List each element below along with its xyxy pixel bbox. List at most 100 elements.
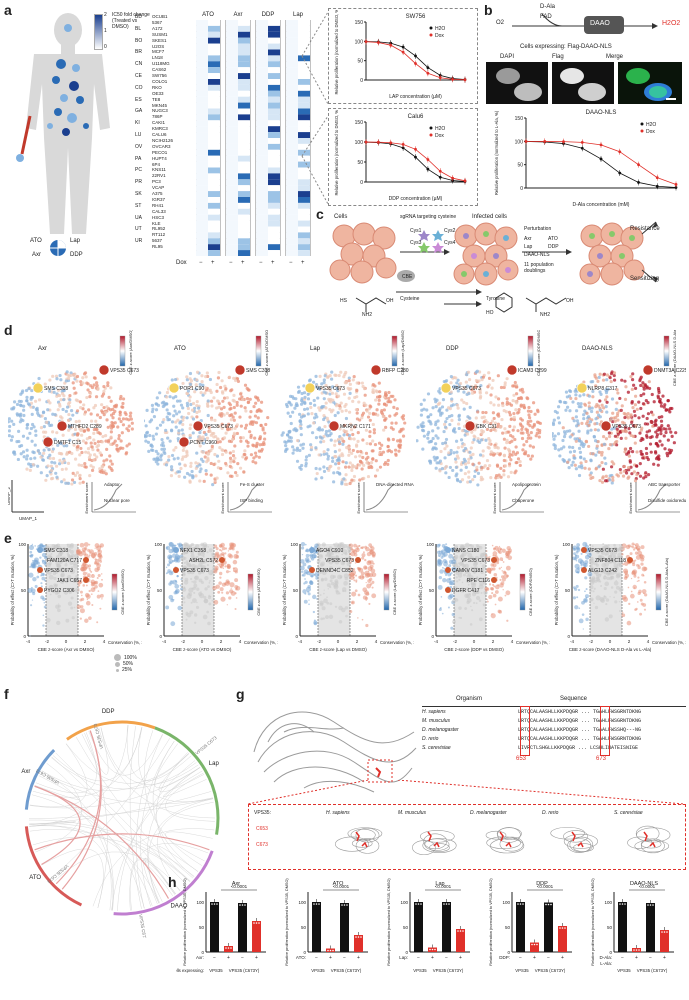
umap-point (602, 434, 606, 439)
c-oh-b: OH (566, 298, 574, 304)
volcano-point (578, 618, 584, 624)
chord-ribbon (136, 734, 163, 909)
heatmap-cell (226, 126, 238, 133)
heatmap-cell (256, 132, 268, 138)
chord-ribbon (31, 794, 153, 907)
umap-point (174, 445, 178, 450)
umap-point (512, 411, 516, 416)
umap-point (314, 436, 319, 440)
umap-point (219, 466, 223, 471)
umap-point (82, 372, 87, 376)
umap-point (369, 405, 373, 409)
heatmap-cell (268, 232, 280, 239)
volcano-point (591, 576, 596, 580)
umap-point (75, 409, 80, 413)
volcano-point (96, 621, 99, 624)
volcano-point (455, 571, 460, 576)
umap-point (538, 421, 542, 426)
volcano-point (220, 549, 223, 552)
umap-point (456, 385, 460, 390)
umap-point (71, 471, 75, 475)
umap-point (470, 391, 475, 395)
heatmap-cell (208, 43, 220, 50)
umap-point (8, 424, 12, 429)
cys-label-653: C653 (256, 826, 268, 832)
heatmap-cell (286, 138, 298, 144)
umap-point (65, 444, 69, 448)
umap-point (181, 422, 185, 427)
umap-point (314, 385, 319, 389)
umap-point (363, 393, 367, 397)
c-cys4: Cys4 (444, 240, 456, 246)
umap-point (474, 370, 478, 374)
heatmap-cell (268, 43, 280, 50)
umap-point (179, 466, 183, 471)
umap-point (249, 409, 253, 414)
umap-point (598, 372, 602, 376)
umap-point (511, 435, 515, 439)
umap-point (229, 406, 233, 411)
umap-point (607, 431, 611, 435)
volcano-point (596, 574, 598, 577)
umap-point (607, 434, 612, 439)
umap-point (639, 383, 643, 388)
umap-point (165, 460, 169, 465)
umap-point (204, 375, 208, 379)
volcano-point (71, 616, 75, 620)
umap-point (113, 409, 117, 413)
volcano-point (467, 566, 469, 568)
heatmap-cell (256, 102, 268, 109)
volcano-point (70, 568, 76, 574)
volcano-point (200, 556, 202, 559)
umap-point (25, 457, 29, 461)
volcano-point (608, 554, 613, 560)
c-hs: HS (340, 298, 347, 304)
umap-point (218, 446, 222, 450)
umap-point (335, 383, 339, 388)
umap-point (616, 411, 620, 415)
umap-point (630, 400, 634, 404)
umap-point (328, 433, 332, 437)
heatmap-cell (238, 67, 250, 74)
umap-point (563, 432, 567, 436)
volcano-point (34, 545, 36, 547)
umap-point (600, 480, 605, 484)
umap-point (206, 413, 210, 418)
umap-point (183, 464, 187, 468)
umap-point (444, 464, 449, 469)
umap-point (121, 417, 126, 421)
umap-point (361, 438, 365, 442)
volcano-point (504, 572, 507, 575)
umap-point (37, 398, 42, 402)
umap-point (314, 466, 318, 471)
volcano-point (314, 550, 318, 554)
volcano-label: SMS C318 (44, 548, 68, 554)
umap-point (230, 388, 234, 392)
umap-point (45, 473, 49, 478)
volcano-point (464, 542, 470, 548)
umap-point (348, 382, 352, 386)
umap-point (42, 451, 46, 455)
umap-point (459, 438, 464, 442)
volcano-point (475, 595, 481, 601)
cell-line-label: RKO (152, 84, 162, 90)
volcano-point (198, 578, 203, 583)
umap-point (382, 408, 386, 412)
umap-point (52, 390, 56, 394)
bar-dot (227, 947, 230, 949)
heat-sign: + (271, 260, 275, 266)
umap-point (371, 449, 375, 453)
umap-point (337, 385, 341, 390)
umap-point (212, 462, 216, 467)
umap-point (231, 398, 235, 402)
tissue-label: BL (135, 25, 142, 32)
umap-point (618, 396, 622, 401)
umap-point (371, 422, 375, 427)
volcano-point (325, 554, 328, 557)
volcano-point (87, 556, 90, 558)
umap-point (586, 431, 590, 435)
volcano-point (486, 598, 488, 601)
heatmap-cell (226, 96, 238, 103)
umap-point (213, 418, 217, 422)
volcano-point (450, 572, 453, 575)
